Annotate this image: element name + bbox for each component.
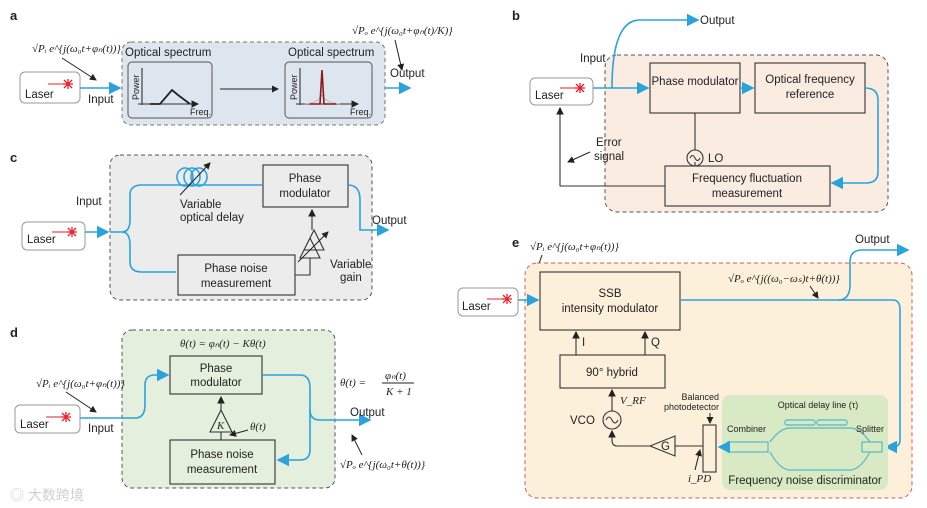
g-label: G xyxy=(661,441,670,453)
panel-d: d θ(t) = φₙ(t) − Kθ(t) θ(t) = φₙ(t) K + … xyxy=(10,325,426,489)
ssb-label: intensity modulator xyxy=(562,303,659,315)
phase-modulator-label: Phase xyxy=(289,173,322,185)
laser-label: Laser xyxy=(462,301,491,313)
output-label: Output xyxy=(855,234,890,246)
hybrid-90 xyxy=(559,354,666,389)
k-label: K xyxy=(216,420,225,432)
vrf-label: V_RF xyxy=(620,395,646,407)
input-label: Input xyxy=(88,94,114,106)
output-equation: √Pₒ e^{j(ω₀t+φₙ(t)/K)} xyxy=(352,25,453,37)
axis-y-label: Power xyxy=(289,74,299,100)
lo-label: LO xyxy=(708,153,723,165)
spectrum-out-title: Optical spectrum xyxy=(288,47,374,59)
control-box xyxy=(109,154,373,301)
delay-label: optical delay xyxy=(180,212,244,224)
loop-equation: θ(t) = φₙ(t) − Kθ(t) xyxy=(180,338,266,350)
panel-label: b xyxy=(512,8,520,23)
panel-label: c xyxy=(10,150,17,165)
input-equation: √Pᵢ e^{j(ω₀t+φₙ(t))} xyxy=(36,378,125,390)
control-box xyxy=(121,329,336,489)
input-label: Input xyxy=(76,196,102,208)
laser-label: Laser xyxy=(20,419,49,431)
input-equation: √Pᵢ e^{j(ω₀t+φₙ(t))} xyxy=(530,241,619,253)
panel-label: a xyxy=(10,8,18,23)
vco-label: VCO xyxy=(570,415,595,427)
output-equation: √Pₒ e^{j(ω₀t+θ(t))} xyxy=(340,459,426,471)
phase-modulator xyxy=(262,164,349,208)
input-equation: √Pᵢ e^{j(ω₀t+φₙ(t))} xyxy=(32,43,121,55)
pnm-label: measurement xyxy=(201,278,272,290)
gain-label: Variable xyxy=(330,259,371,271)
steady-state-numerator: φₙ(t) xyxy=(385,370,406,382)
input-label: Input xyxy=(88,423,114,435)
panel-label: e xyxy=(512,235,519,250)
steady-state-denominator: K + 1 xyxy=(385,386,412,398)
phase-modulator-label: Phase modulator xyxy=(652,76,739,88)
variable-gain-amplifier-icon xyxy=(299,228,325,259)
ofr-label: Optical frequency xyxy=(765,74,855,86)
fnd-label: Frequency noise discriminator xyxy=(728,475,882,487)
ofr-label: reference xyxy=(786,89,835,101)
pnm-label: Phase noise xyxy=(204,263,267,275)
q-label: Q xyxy=(651,337,660,349)
pnm-label: Phase noise xyxy=(190,449,253,461)
input-label: Input xyxy=(580,53,606,65)
splitter xyxy=(861,441,883,453)
steady-state-equation: θ(t) = xyxy=(340,377,366,389)
variable-optical-delay-coil xyxy=(176,167,208,187)
axis-x-label: Freq. xyxy=(190,107,211,117)
frequency-noise-discriminator xyxy=(722,395,888,490)
panel-label: d xyxy=(10,325,18,340)
delay-line-label: Optical delay line (τ) xyxy=(778,400,859,410)
panel-c: c Laser Input Variable optical delay Pha… xyxy=(10,150,407,301)
phase-modulator-label: modulator xyxy=(190,377,241,389)
delay-label: Variable xyxy=(180,199,221,211)
bpd-label: Balanced xyxy=(681,392,719,402)
panel-a: a √Pᵢ e^{j(ω₀t+φₙ(t))} √Pₒ e^{j(ω₀t+φₙ(t… xyxy=(10,8,453,126)
theta-label: θ(t) xyxy=(250,421,266,433)
balanced-photodetector xyxy=(702,424,717,473)
ffm-label: measurement xyxy=(712,188,783,200)
pnm-label: measurement xyxy=(187,464,258,476)
panel-b: b Laser Output Input Phase modulator Opt… xyxy=(512,8,889,213)
laser-label: Laser xyxy=(535,90,564,102)
gain-label: gain xyxy=(340,272,362,284)
phase-modulator-label: modulator xyxy=(279,188,330,200)
phase-modulator-label: Phase xyxy=(200,363,233,375)
axis-x-label: Freq. xyxy=(350,107,371,117)
ipd-label: i_PD xyxy=(688,473,711,485)
laser-label: Laser xyxy=(27,234,56,246)
error-signal-label: signal xyxy=(594,151,624,163)
output-label: Output xyxy=(372,215,407,227)
output-label: Output xyxy=(700,15,735,27)
combiner-label: Combiner xyxy=(727,424,766,434)
spectrum-in-title: Optical spectrum xyxy=(125,47,211,59)
laser-box xyxy=(14,404,81,434)
hybrid-label: 90° hybrid xyxy=(586,367,638,379)
bpd-label: photodetector xyxy=(664,402,719,412)
ffm-label: Frequency fluctuation xyxy=(692,173,802,185)
ssb-label: SSB xyxy=(598,288,621,300)
splitter-label: Splitter xyxy=(856,424,884,434)
output-equation: √Pₒ e^{j((ω₀−ωₛ)t+θ(t))} xyxy=(728,273,840,285)
panel-e: e √Pᵢ e^{j(ω₀t+φₙ(t))} Laser SSB intensi… xyxy=(457,234,913,499)
vco-oscillator-icon xyxy=(602,410,622,430)
error-signal-label: Error xyxy=(596,137,622,149)
laser-label: Laser xyxy=(25,89,54,101)
ssb-intensity-modulator xyxy=(539,271,681,331)
i-label: I xyxy=(582,337,585,349)
axis-y-label: Power xyxy=(131,74,141,100)
watermark-logo: ◎ 大数跨境 xyxy=(10,487,84,503)
control-box xyxy=(604,54,889,213)
output-label: Output xyxy=(350,407,385,419)
output-label: Output xyxy=(390,68,425,80)
phase-noise-measurement xyxy=(169,439,276,485)
